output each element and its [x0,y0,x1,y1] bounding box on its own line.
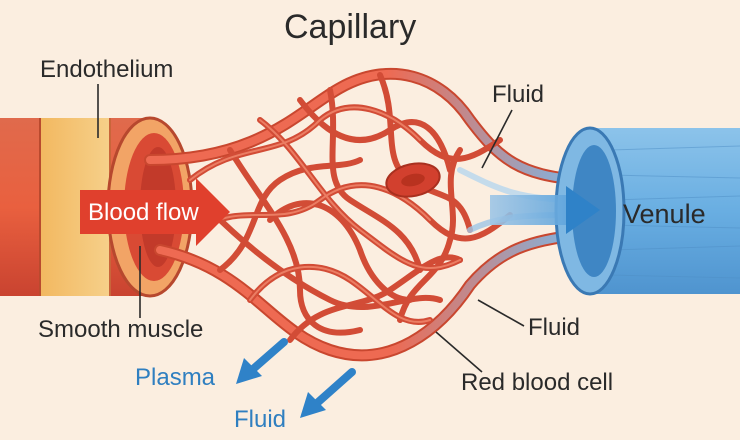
fluid-arrow [300,368,356,418]
plasma-label: Plasma [135,364,216,391]
capillary-network [144,67,586,362]
venule [554,126,740,296]
venule-flow-arrow [490,186,600,234]
fluid-label-bottom: Fluid [234,406,287,433]
red-blood-cell-label: Red blood cell [461,369,614,396]
red-blood-cell [385,162,441,198]
venule-label: Venule [623,199,706,229]
fluid-label-right: Fluid [528,314,581,341]
endothelium-label: Endothelium [40,56,174,83]
fluid-top-leader [481,109,513,169]
plasma-arrow [236,338,288,384]
blood-flow-label: Blood flow [88,199,199,226]
diagram-title: Capillary [284,8,417,46]
smooth-muscle-label: Smooth muscle [38,316,204,343]
fluid-label-top: Fluid [492,81,545,108]
red-blood-cell-leader [435,331,483,373]
blood-flow-arrow [80,178,230,246]
leader-lines [97,84,525,373]
fluid-right-leader [477,299,525,327]
